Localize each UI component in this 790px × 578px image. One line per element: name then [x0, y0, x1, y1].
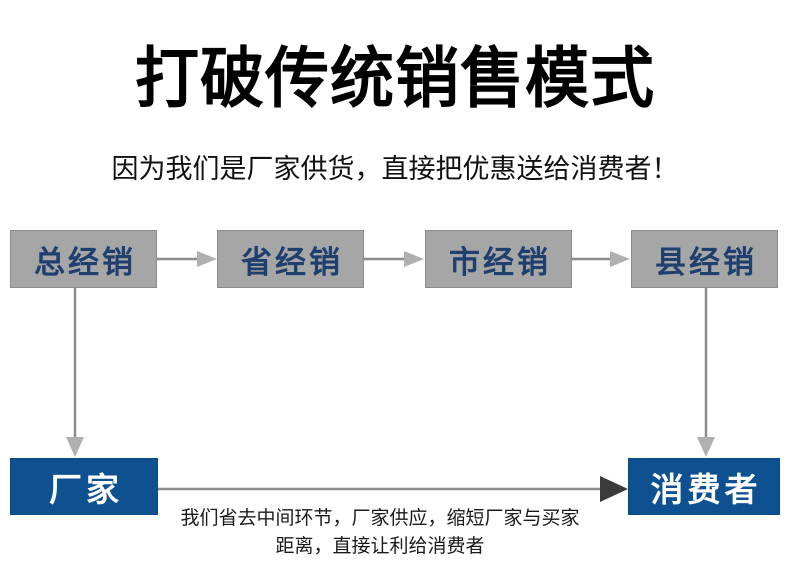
node-consumer: 消费者 [628, 458, 780, 515]
node-province-distributor: 省经销 [217, 230, 364, 288]
arrow-county-to-consumer [695, 287, 717, 459]
direct-channel-caption: 我们省去中间环节，厂家供应，缩短厂家与买家 距离，直接让利给消费者 [163, 505, 597, 561]
node-label: 消费者 [650, 470, 762, 508]
node-label: 总经销 [34, 244, 136, 280]
caption-line-1: 我们省去中间环节，厂家供应，缩短厂家与买家 [180, 508, 580, 529]
arrow-factory-to-consumer-direct [158, 476, 630, 502]
arrow-general-to-factory [64, 287, 86, 459]
node-label: 省经销 [241, 244, 343, 280]
node-label: 市经销 [449, 244, 551, 280]
node-factory: 厂家 [10, 458, 158, 515]
arrow-province-to-city [364, 249, 426, 269]
node-general-distributor: 总经销 [10, 230, 157, 288]
page-subtitle: 因为我们是厂家供货，直接把优惠送给消费者！ [111, 154, 679, 184]
node-city-distributor: 市经销 [425, 230, 572, 288]
node-label: 厂家 [49, 470, 123, 508]
node-county-distributor: 县经销 [631, 230, 778, 288]
caption-line-2: 距离，直接让利给消费者 [275, 536, 485, 557]
page-title: 打破传统销售模式 [135, 40, 655, 117]
arrow-general-to-province [157, 249, 219, 269]
node-label: 县经销 [655, 244, 757, 280]
arrow-city-to-county [572, 249, 632, 269]
